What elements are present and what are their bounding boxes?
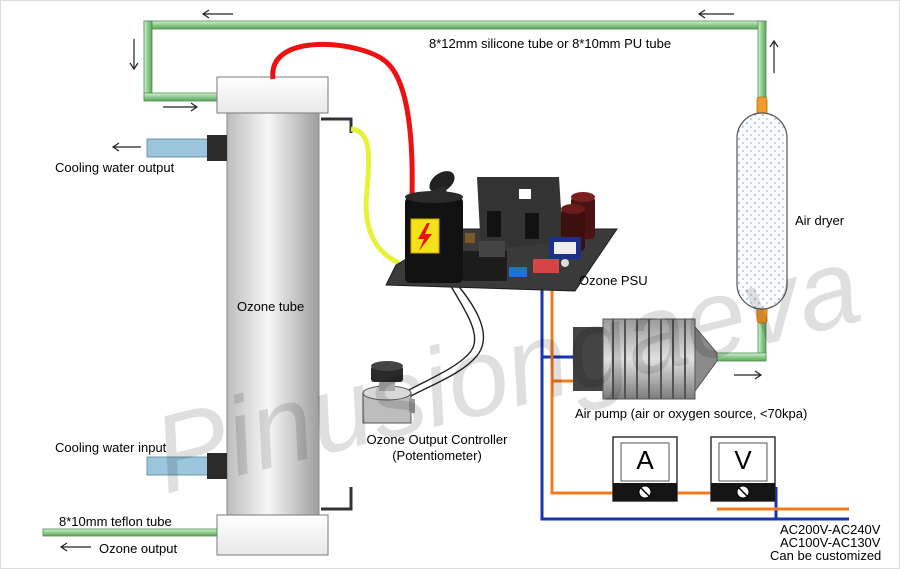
ozone-tube bbox=[42, 76, 353, 556]
ozone-psu-label: Ozone PSU bbox=[579, 273, 648, 288]
controller-label-line1: Ozone Output Controller bbox=[366, 432, 508, 447]
teflon-tube-label: 8*10mm teflon tube bbox=[59, 514, 172, 529]
air-pump-label: Air pump (air or oxygen source, <70kpa) bbox=[575, 406, 808, 421]
cooling-output-label: Cooling water output bbox=[55, 160, 175, 175]
power-label-line2: AC100V-AC130V bbox=[780, 535, 881, 550]
hv-red-wire bbox=[270, 42, 415, 197]
power-label-line1: AC200V-AC240V bbox=[780, 522, 881, 537]
air-loop-tubing bbox=[143, 20, 767, 362]
air-dryer bbox=[736, 96, 788, 324]
potentiometer bbox=[362, 361, 415, 424]
power-label-line3: Can be customized bbox=[770, 548, 882, 563]
air-dryer-label: Air dryer bbox=[795, 213, 845, 228]
flow-arrows bbox=[59, 9, 779, 552]
potentiometer-wire-2 bbox=[406, 282, 476, 392]
cooling-input-label: Cooling water input bbox=[55, 440, 167, 455]
tube-spec-label: 8*12mm silicone tube or 8*10mm PU tube bbox=[429, 36, 672, 51]
voltmeter-symbol: V bbox=[734, 445, 752, 475]
power-wiring bbox=[540, 275, 849, 521]
ground-yellow-wire bbox=[350, 126, 401, 266]
voltmeter bbox=[710, 436, 776, 502]
potentiometer-wire-1 bbox=[408, 282, 485, 398]
air-pump bbox=[573, 318, 718, 400]
ozone-output-label: Ozone output bbox=[99, 541, 178, 556]
ozone-tube-label: Ozone tube bbox=[237, 299, 305, 314]
ammeter bbox=[612, 436, 678, 502]
ammeter-symbol: A bbox=[636, 445, 654, 475]
controller-label-line2: (Potentiometer) bbox=[392, 448, 482, 463]
ozone-psu bbox=[385, 171, 618, 292]
